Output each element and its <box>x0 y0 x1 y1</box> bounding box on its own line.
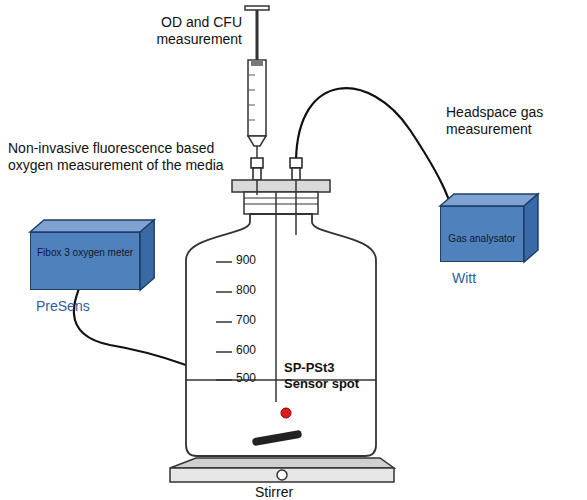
graduation-ticks <box>216 262 232 380</box>
plunger-handle <box>245 6 269 10</box>
box-side-face <box>524 194 538 262</box>
annotation: Stirrer <box>255 484 335 500</box>
syringe-tip <box>248 136 266 146</box>
graduation-number: 800 <box>236 283 276 298</box>
annotation: OD and CFU measurement <box>150 14 242 48</box>
box-top-face <box>440 194 538 206</box>
bottle-cap <box>232 180 330 192</box>
stirrer-knob <box>277 470 287 480</box>
graduation-number: 900 <box>236 253 276 268</box>
stir-bar <box>252 430 303 447</box>
sampling-needle <box>275 192 277 402</box>
plunger-rod <box>256 10 259 62</box>
bottle <box>186 214 376 456</box>
box-label: Gas analysator <box>445 233 519 245</box>
gas-cable <box>296 88 458 226</box>
annotation: Headspace gas measurement <box>446 104 576 138</box>
stirrer-plate <box>170 468 394 482</box>
box-top-face <box>30 220 154 232</box>
instrument-box: Fibox 3 oxygen meter <box>30 232 140 290</box>
sensor-label: SP-PSt3 Sensor spot <box>284 360 374 392</box>
box-label: Fibox 3 oxygen meter <box>37 247 133 259</box>
syringe-barrel <box>248 60 266 136</box>
manufacturer-name: PreSens <box>36 298 126 315</box>
box-side-face <box>140 220 154 290</box>
graduation-number: 500 <box>236 371 276 386</box>
gas-needle <box>295 180 297 235</box>
manufacturer-name: Witt <box>452 270 532 287</box>
annotation: Non-invasive fluorescence based oxygen m… <box>8 140 228 174</box>
plunger-seal <box>251 60 263 66</box>
syringe-scale <box>248 75 255 120</box>
graduation-number: 700 <box>236 313 276 328</box>
sensor-spot <box>281 408 291 418</box>
luer-connector <box>251 158 302 180</box>
bottle-neck <box>244 192 318 214</box>
instrument-box: Gas analysator <box>440 206 524 262</box>
graduation-number: 600 <box>236 343 276 358</box>
stirrer-top <box>170 458 394 468</box>
